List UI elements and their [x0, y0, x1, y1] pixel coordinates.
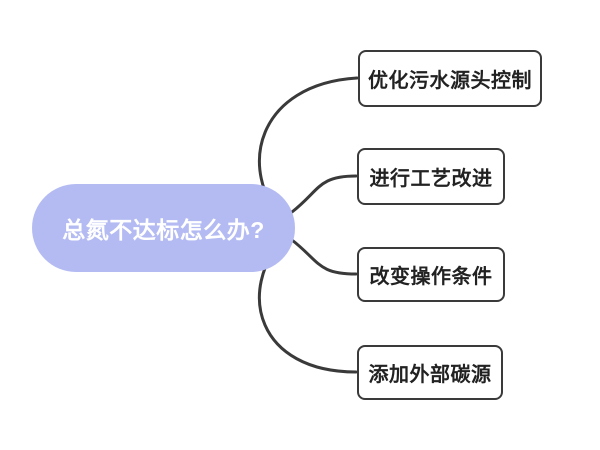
- edge-root-to-branch-2: [290, 174, 358, 214]
- root-node[interactable]: 总氮不达标怎么办?: [32, 184, 295, 272]
- branch-node-2[interactable]: 进行工艺改进: [357, 148, 505, 205]
- branch-node-4[interactable]: 添加外部碳源: [357, 345, 503, 400]
- branch-node-3[interactable]: 改变操作条件: [357, 247, 505, 302]
- branch-node-4-label: 添加外部碳源: [368, 364, 492, 386]
- branch-node-1-label: 优化污水源头控制: [368, 70, 532, 92]
- root-node-label: 总氮不达标怎么办?: [62, 217, 265, 243]
- branch-node-1[interactable]: 优化污水源头控制: [358, 50, 542, 107]
- edge-root-to-branch-3: [290, 238, 358, 276]
- branch-node-2-label: 进行工艺改进: [369, 168, 493, 190]
- branch-node-3-label: 改变操作条件: [369, 266, 493, 288]
